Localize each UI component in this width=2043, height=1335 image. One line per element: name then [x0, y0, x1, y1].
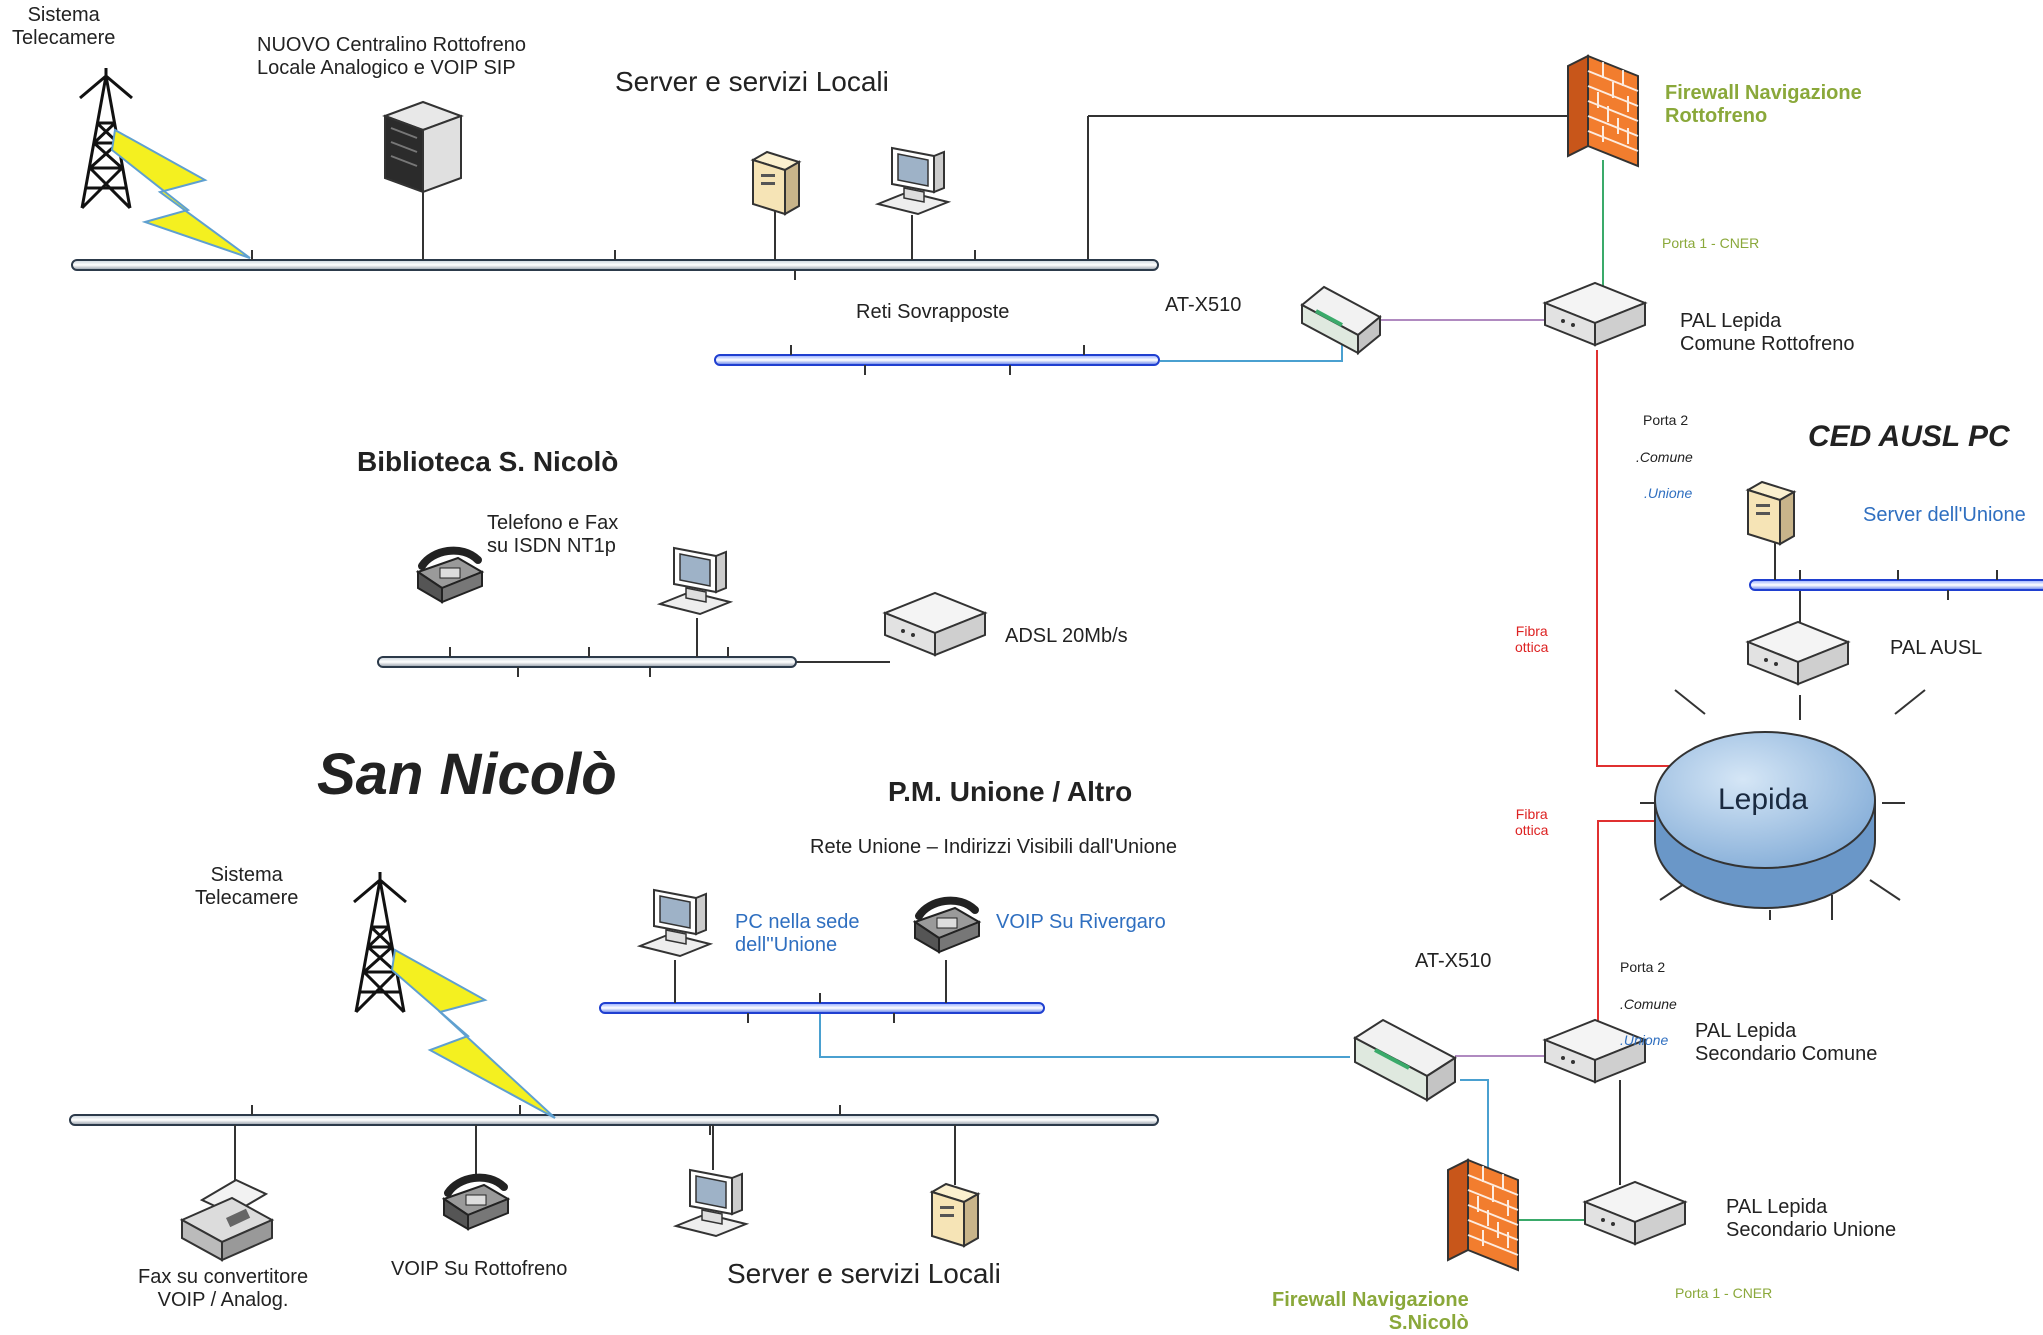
link-atx510-firewall [1460, 1079, 1489, 1190]
label-pal-lepida-rottofreno: PAL Lepida Comune Rottofreno [1680, 310, 1855, 355]
lightning-icon [390, 948, 556, 1119]
label-server-servizi-bottom: Server e servizi Locali [727, 1258, 1001, 1289]
router-icon [1353, 1018, 1457, 1102]
label-pal-lepida-sec-comune: PAL Lepida Secondario Comune [1695, 1020, 1878, 1065]
label-pc-sede: PC nella sede dell''Unione [735, 911, 860, 956]
label-server-servizi-top: Server e servizi Locali [615, 66, 889, 97]
label-voip-rivergaro: VOIP Su Rivergaro [996, 911, 1166, 933]
label-adsl: ADSL 20Mb/s [1005, 625, 1128, 647]
label-sistema-telecamere-top: Sistema Telecamere [12, 4, 116, 49]
switch-icon [1584, 1181, 1686, 1245]
phone-icon [418, 551, 482, 602]
switch-icon [1544, 282, 1646, 346]
label-at-x510-top: AT-X510 [1165, 294, 1242, 316]
label-ced-ausl: CED AUSL PC [1808, 420, 2010, 453]
label-pm-unione: P.M. Unione / Altro [888, 776, 1133, 807]
label-voip-rottofreno: VOIP Su Rottofreno [391, 1258, 568, 1280]
antenna-tower-icon [352, 870, 408, 1014]
fiber-link-top [1596, 350, 1682, 767]
bus-top-main [71, 259, 1159, 271]
server-tower-icon [752, 151, 800, 215]
phone-icon [444, 1178, 508, 1229]
router-icon [1300, 285, 1382, 356]
firewall-icon [1447, 1159, 1519, 1271]
label-firewall-snicolo: Firewall Navigazione S.Nicolò [1272, 1289, 1469, 1334]
switch-icon [1747, 621, 1849, 685]
cloud-database-icon [1640, 689, 1926, 920]
bus-reti-sovrapposte [714, 354, 1160, 366]
porta2-top-line1: Porta 2 [1643, 412, 1689, 429]
label-biblioteca: Biblioteca S. Nicolò [357, 446, 619, 477]
porta2-top-line2: .Comune [1636, 448, 1693, 465]
server-tower-icon [1747, 481, 1795, 545]
link-overlay-atx510 [1160, 340, 1343, 362]
label-porta1-cner-top: Porta 1 - CNER [1662, 235, 1760, 251]
lightning-icon [110, 128, 251, 259]
switch-icon [884, 592, 986, 656]
fiber-link-bottom [1597, 820, 1680, 1028]
label-lepida: Lepida [1718, 783, 1809, 816]
label-firewall-rottofreno: Firewall Navigazione Rottofreno [1665, 82, 1862, 127]
porta2-top-line3: .Unione [1644, 484, 1693, 501]
link-rete-unione [819, 1005, 1350, 1058]
label-pal-ausl: PAL AUSL [1890, 637, 1983, 659]
workstation-icon [877, 147, 949, 215]
label-porta1-cner-bottom: Porta 1 - CNER [1675, 1285, 1773, 1301]
server-tower-icon [931, 1183, 979, 1247]
phone-icon [915, 901, 979, 952]
label-fibra-top: Fibra ottica [1515, 623, 1549, 656]
label-porta2-bottom: Porta 2 .Comune .Unione [1620, 940, 1677, 1067]
label-fax-convertitore: Fax su convertitore VOIP / Analog. [138, 1266, 309, 1311]
label-sistema-telecamere-bottom: Sistema Telecamere [195, 864, 299, 909]
bus-bottom-main [69, 1114, 1159, 1126]
label-reti-sovrapposte: Reti Sovrapposte [856, 301, 1010, 323]
workstation-icon [639, 889, 711, 957]
bus-server-unione [1749, 579, 2043, 591]
label-server-unione: Server dell'Unione [1863, 504, 2026, 526]
porta2-bottom-line1: Porta 2 [1620, 959, 1666, 976]
porta2-bottom-line2: .Comune [1620, 995, 1677, 1012]
workstation-icon [675, 1169, 747, 1237]
pbx-server-icon [382, 100, 464, 194]
label-san-nicolo: San Nicolò [317, 742, 617, 807]
bus-rete-unione [599, 1002, 1045, 1014]
label-telefono-fax: Telefono e Fax su ISDN NT1p [487, 512, 619, 557]
porta2-bottom-line3: .Unione [1620, 1031, 1669, 1048]
fax-icon [179, 1178, 275, 1262]
label-at-x510-bottom: AT-X510 [1415, 950, 1492, 972]
bus-biblioteca [377, 656, 797, 668]
label-porta2-top: Porta 2 .Comune .Unione [1636, 393, 1693, 520]
label-rete-unione: Rete Unione – Indirizzi Visibili dall'Un… [810, 836, 1177, 858]
label-fibra-bottom: Fibra ottica [1515, 806, 1549, 839]
label-centralino: NUOVO Centralino Rottofreno Locale Analo… [257, 34, 527, 79]
firewall-icon [1567, 55, 1639, 167]
workstation-icon [659, 547, 731, 615]
label-pal-lepida-sec-unione: PAL Lepida Secondario Unione [1726, 1196, 1897, 1241]
